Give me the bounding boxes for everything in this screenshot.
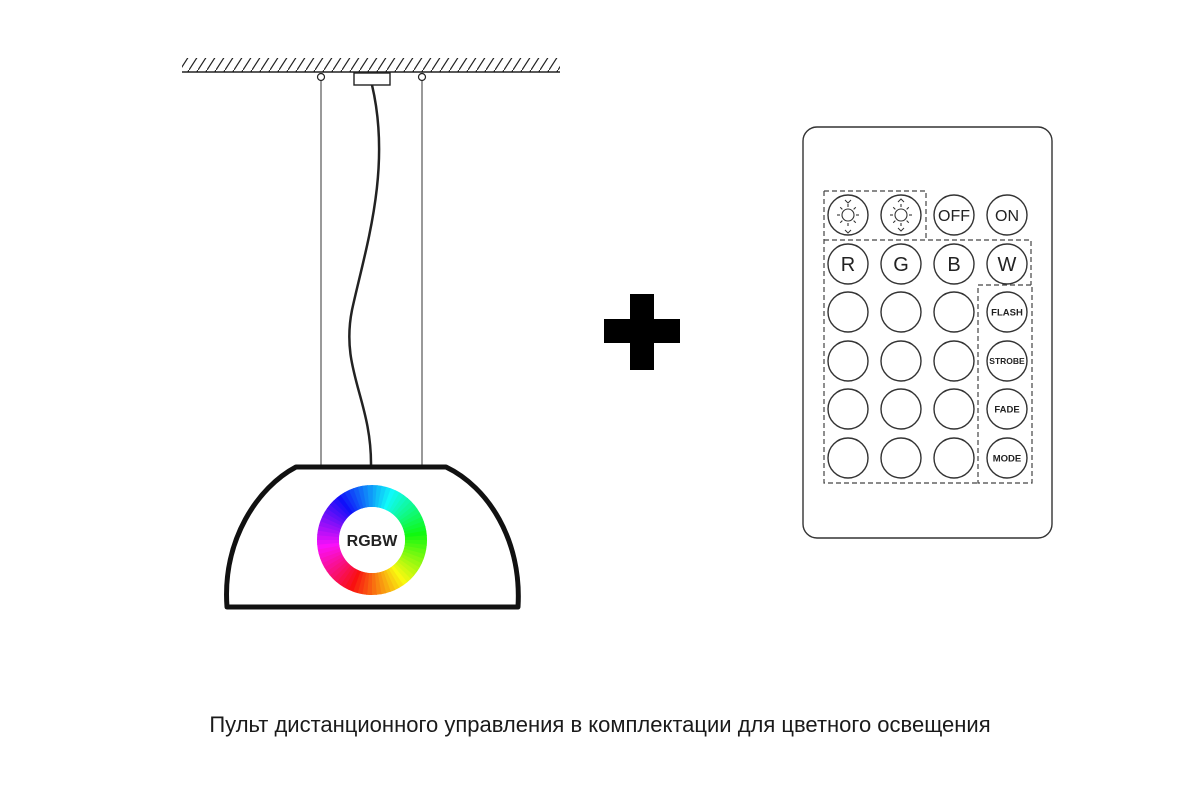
remote-color-button[interactable]	[827, 291, 869, 333]
remote-color-button[interactable]	[880, 340, 922, 382]
ceiling	[182, 58, 560, 73]
remote-button-label: FADE	[994, 404, 1019, 415]
brightness-down-icon	[837, 199, 859, 234]
remote-button-off[interactable]: OFF	[933, 194, 975, 236]
power-cable	[348, 84, 381, 468]
effects-group-outline	[977, 284, 1033, 484]
remote-button-mode[interactable]: MODE	[986, 437, 1028, 479]
remote-button-label: MODE	[993, 453, 1022, 464]
remote-button-flash[interactable]: FLASH	[986, 291, 1028, 333]
remote-button-label: R	[841, 254, 855, 276]
remote-color-button[interactable]	[933, 340, 975, 382]
remote-color-button[interactable]	[933, 388, 975, 430]
color-group-outline	[823, 191, 978, 484]
rgbw-color-wheel: RGBW	[317, 484, 427, 595]
remote-button-g[interactable]: G	[880, 243, 922, 285]
remote-button-label: B	[947, 254, 960, 276]
hook-left	[316, 72, 326, 82]
brightness-group-outline	[824, 190, 927, 238]
remote-control: OFF ON R G B W FLASH STROBE FADE MODE	[802, 126, 1053, 539]
remote-color-button[interactable]	[880, 437, 922, 479]
remote-color-button[interactable]	[880, 388, 922, 430]
hook-right	[417, 72, 427, 82]
ceiling-canopy	[353, 72, 391, 86]
remote-button-brightness-up[interactable]	[880, 194, 922, 236]
rgbw-badge-label: RGBW	[347, 533, 399, 550]
remote-button-fade[interactable]: FADE	[986, 388, 1028, 430]
color-group-top-outline	[824, 239, 1032, 285]
remote-button-strobe[interactable]: STROBE	[986, 340, 1028, 382]
caption-text: Пульт дистанционного управления в компле…	[209, 712, 991, 737]
remote-color-button[interactable]	[933, 437, 975, 479]
remote-button-label: STROBE	[989, 356, 1025, 366]
remote-button-b[interactable]: B	[933, 243, 975, 285]
brightness-up-icon	[890, 198, 912, 232]
remote-body	[802, 126, 1053, 539]
remote-button-on[interactable]: ON	[986, 194, 1028, 236]
remote-button-w[interactable]: W	[986, 243, 1028, 285]
remote-color-button[interactable]	[827, 437, 869, 479]
remote-color-button[interactable]	[933, 291, 975, 333]
plus-icon	[604, 294, 680, 370]
remote-button-label: G	[893, 254, 909, 276]
remote-button-r[interactable]: R	[827, 243, 869, 285]
pendant-lamp: RGBW	[224, 72, 521, 610]
remote-color-button[interactable]	[827, 340, 869, 382]
remote-button-brightness-down[interactable]	[827, 194, 869, 236]
remote-button-label: W	[998, 254, 1017, 276]
remote-button-label: ON	[995, 208, 1019, 225]
remote-button-label: OFF	[938, 208, 970, 225]
remote-color-button[interactable]	[880, 291, 922, 333]
remote-color-button[interactable]	[827, 388, 869, 430]
remote-button-label: FLASH	[991, 307, 1023, 318]
